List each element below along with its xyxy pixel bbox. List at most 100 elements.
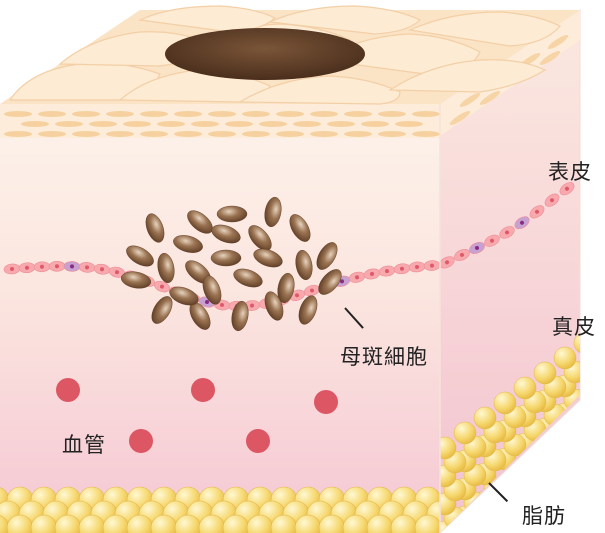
nevus-cell xyxy=(277,272,295,304)
fat-cell xyxy=(513,376,537,400)
nevus-cell xyxy=(318,269,342,295)
basal-cell xyxy=(499,226,515,239)
basal-cell xyxy=(33,261,51,273)
fat-cell xyxy=(513,460,537,484)
fat-cell xyxy=(553,346,577,370)
fat-cell xyxy=(533,445,557,469)
fat-cell xyxy=(553,430,577,454)
cell-nucleus xyxy=(520,220,524,225)
fat-layer-front xyxy=(0,486,440,533)
fat-cell xyxy=(493,391,517,415)
basal-cell xyxy=(78,262,96,273)
epidermis-label: 表皮 xyxy=(548,160,592,184)
nevus-cell xyxy=(169,286,199,306)
cell-nucleus xyxy=(340,279,344,284)
fat-cell xyxy=(414,514,440,533)
cell-nucleus xyxy=(55,264,59,269)
nevus-cell xyxy=(126,245,154,267)
basal-cell xyxy=(154,280,170,293)
cell-nucleus xyxy=(220,302,224,307)
nevus-cell xyxy=(316,242,338,270)
fat-cell xyxy=(473,406,497,430)
nevus-cell xyxy=(145,213,165,243)
cell-nucleus xyxy=(490,238,494,243)
cell-nucleus xyxy=(475,245,479,250)
cell-nucleus xyxy=(160,284,164,289)
fat-cell xyxy=(543,431,567,455)
cell-nucleus xyxy=(205,299,209,304)
cell-nucleus xyxy=(370,271,374,276)
cell-nucleus xyxy=(295,293,299,298)
basal-cell xyxy=(3,263,21,275)
blood-vessel xyxy=(191,378,215,402)
basal-cell xyxy=(454,248,470,261)
cell-nucleus xyxy=(385,269,389,274)
fat-cell xyxy=(440,436,457,460)
blood-vessel xyxy=(129,429,153,453)
nevus-cell xyxy=(298,295,318,325)
blood-vessel xyxy=(246,429,270,453)
nevus-cell-cluster xyxy=(120,196,342,332)
nevus-cell xyxy=(216,205,248,223)
blood-vessels-label: 血管 xyxy=(62,433,106,457)
mole-spot xyxy=(165,28,365,80)
fat-cell xyxy=(563,416,580,440)
blood-vessel xyxy=(314,390,338,414)
melanocyte-cell xyxy=(514,216,530,230)
cell-nucleus xyxy=(535,209,539,214)
cell-nucleus xyxy=(550,198,554,203)
nevus-cell xyxy=(264,291,284,321)
cell-nucleus xyxy=(460,252,464,257)
nevus-cell xyxy=(120,271,152,289)
fat-cell xyxy=(573,331,580,355)
cell-nucleus xyxy=(415,264,419,269)
nevus-cell xyxy=(187,210,213,234)
cell-nucleus xyxy=(250,303,254,308)
nevus-cell xyxy=(253,248,283,268)
basal-cell xyxy=(544,193,560,207)
basal-cell xyxy=(559,182,575,196)
blood-vessels xyxy=(56,378,338,453)
cell-nucleus xyxy=(85,265,89,270)
fat-cell xyxy=(493,475,517,499)
nevus-cell xyxy=(157,252,175,284)
cell-nucleus xyxy=(40,264,44,269)
melanocytes-label: 母斑細胞 xyxy=(340,345,428,369)
cell-nucleus xyxy=(430,263,434,268)
fat-cell xyxy=(573,415,580,439)
cell-nucleus xyxy=(355,275,359,280)
basal-cell xyxy=(363,268,381,280)
cell-nucleus xyxy=(25,265,29,270)
nevus-cell xyxy=(210,249,242,267)
cell-nucleus xyxy=(115,270,119,275)
front-epidermis-streaks xyxy=(4,111,440,137)
dermis-label: 真皮 xyxy=(552,315,596,339)
nevus-cell xyxy=(151,296,173,324)
nevus-cell xyxy=(264,196,282,228)
basal-cell xyxy=(423,260,441,271)
nevus-cell xyxy=(231,300,249,332)
basal-cell xyxy=(393,263,411,275)
blood-vessel xyxy=(56,378,80,402)
fat-cell xyxy=(584,374,605,396)
nevus-cell xyxy=(289,214,311,242)
fat-cell xyxy=(533,361,557,385)
fat-cell xyxy=(453,421,477,445)
fat-label: 脂肪 xyxy=(522,504,566,528)
nevus-cell xyxy=(295,249,313,281)
basal-cell xyxy=(484,234,500,247)
melanocyte-cell xyxy=(63,261,81,272)
cell-nucleus xyxy=(400,266,404,271)
cell-nucleus xyxy=(70,264,74,269)
cell-nucleus xyxy=(310,288,314,293)
nevus-cell xyxy=(173,235,203,253)
fat-cell xyxy=(584,402,605,424)
front-face xyxy=(0,104,440,533)
cell-nucleus xyxy=(445,260,449,265)
cell-nucleus xyxy=(505,230,509,235)
nevus-cell xyxy=(233,268,263,288)
nevus-cell xyxy=(211,224,241,244)
nevus-cell xyxy=(248,225,272,251)
cell-nucleus xyxy=(565,186,569,191)
